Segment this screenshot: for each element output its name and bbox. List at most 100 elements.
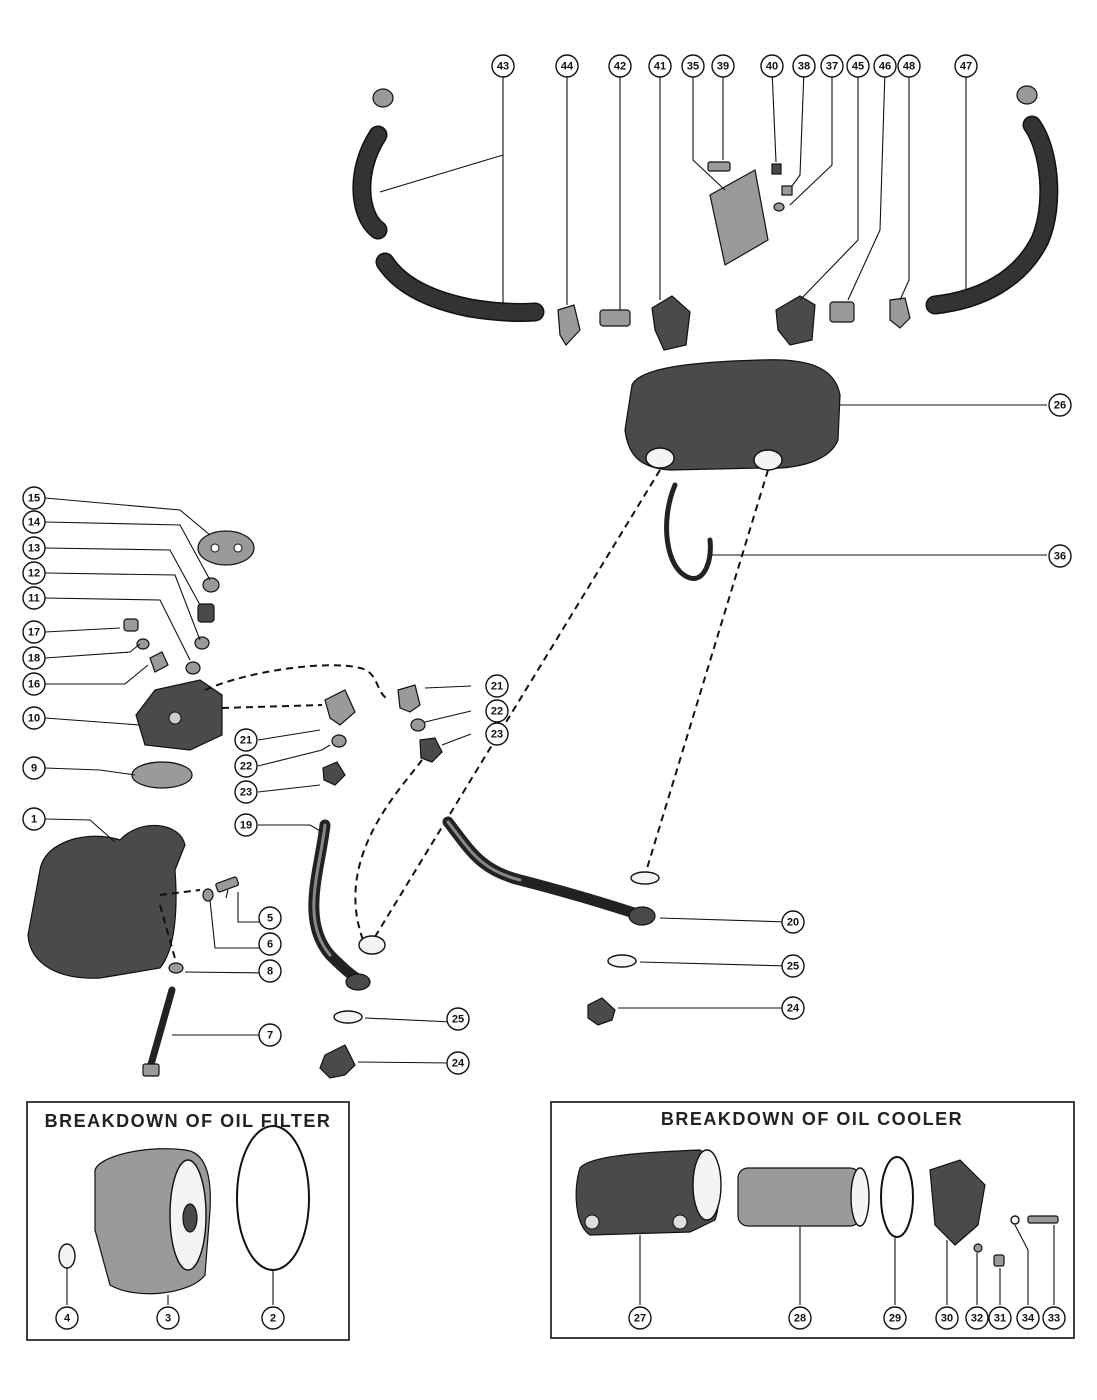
callout-label: 26	[1054, 400, 1066, 412]
callout-label: 1	[31, 814, 37, 826]
callout-label: 36	[1054, 551, 1066, 563]
callout-label: 10	[28, 713, 40, 725]
cooler-parts	[575, 1149, 1059, 1305]
callout-44: 44	[555, 54, 579, 78]
callout-1: 1	[22, 807, 46, 831]
callout-label: 25	[787, 961, 799, 973]
callout-46: 46	[873, 54, 897, 78]
callout-17: 17	[22, 620, 46, 644]
callout-14: 14	[22, 510, 46, 534]
callout-13: 13	[22, 536, 46, 560]
callout-9: 9	[22, 756, 46, 780]
callout-label: 35	[687, 61, 699, 73]
callout-label: 33	[1048, 1313, 1060, 1325]
callout-19: 19	[234, 813, 258, 837]
callout-11: 11	[22, 586, 46, 610]
callout-21: 21	[485, 674, 509, 698]
callout-43: 43	[491, 54, 515, 78]
callout-label: 18	[28, 653, 40, 665]
hose-right	[925, 85, 1059, 315]
callout-4: 4	[55, 1306, 79, 1330]
callout-label: 2	[270, 1313, 276, 1325]
callout-label: 19	[240, 820, 252, 832]
callout-29: 29	[883, 1306, 907, 1330]
callout-33: 33	[1042, 1306, 1066, 1330]
callout-22: 22	[234, 754, 258, 778]
callout-37: 37	[820, 54, 844, 78]
callout-label: 45	[852, 61, 864, 73]
callout-23: 23	[485, 722, 509, 746]
callout-40: 40	[760, 54, 784, 78]
callout-label: 12	[28, 568, 40, 580]
oil-cooler-box-title: BREAKDOWN OF OIL COOLER	[661, 1109, 963, 1129]
callout-label: 21	[240, 735, 252, 747]
callout-34: 34	[1016, 1306, 1040, 1330]
callout-48: 48	[897, 54, 921, 78]
callout-label: 20	[787, 917, 799, 929]
callout-21: 21	[234, 728, 258, 752]
callout-28: 28	[788, 1306, 812, 1330]
callout-30: 30	[935, 1306, 959, 1330]
callout-label: 41	[654, 61, 666, 73]
callout-label: 27	[634, 1313, 646, 1325]
top-fittings	[557, 161, 911, 351]
callout-7: 7	[258, 1023, 282, 1047]
callout-20: 20	[781, 910, 805, 934]
callout-label: 25	[452, 1014, 464, 1026]
callout-label: 8	[267, 966, 273, 978]
callout-label: 42	[614, 61, 626, 73]
callout-label: 15	[28, 493, 40, 505]
callout-47: 47	[954, 54, 978, 78]
callout-label: 29	[889, 1313, 901, 1325]
callout-16: 16	[22, 672, 46, 696]
callout-label: 3	[165, 1313, 171, 1325]
callout-35: 35	[681, 54, 705, 78]
callout-18: 18	[22, 646, 46, 670]
callout-label: 5	[267, 913, 273, 925]
callout-label: 46	[879, 61, 891, 73]
callout-10: 10	[22, 706, 46, 730]
callout-23: 23	[234, 780, 258, 804]
callout-label: 22	[240, 761, 252, 773]
oil-filter-breakdown-box	[26, 1101, 350, 1341]
callout-label: 4	[64, 1313, 71, 1325]
callout-label: 31	[994, 1313, 1006, 1325]
callout-6: 6	[258, 932, 282, 956]
callout-36: 36	[1048, 544, 1072, 568]
callout-label: 6	[267, 939, 273, 951]
callout-label: 48	[903, 61, 915, 73]
callout-label: 11	[28, 593, 40, 605]
callout-41: 41	[648, 54, 672, 78]
hose-left	[352, 88, 545, 323]
callout-label: 9	[31, 763, 37, 775]
filter-element	[58, 1125, 310, 1305]
callout-label: 44	[561, 61, 574, 73]
callout-label: 38	[798, 61, 810, 73]
callout-2: 2	[261, 1306, 285, 1330]
callout-31: 31	[988, 1306, 1012, 1330]
callout-24: 24	[781, 996, 805, 1020]
callout-8: 8	[258, 959, 282, 983]
callout-label: 34	[1022, 1313, 1035, 1325]
callout-15: 15	[22, 486, 46, 510]
callout-27: 27	[628, 1306, 652, 1330]
callout-label: 40	[766, 61, 778, 73]
callout-22: 22	[485, 699, 509, 723]
oil-filter-box-title: BREAKDOWN OF OIL FILTER	[45, 1111, 332, 1131]
callout-3: 3	[156, 1306, 180, 1330]
callout-5: 5	[258, 906, 282, 930]
callout-label: 7	[267, 1030, 273, 1042]
callout-12: 12	[22, 561, 46, 585]
callout-label: 32	[971, 1313, 983, 1325]
callout-label: 22	[491, 706, 503, 718]
callout-38: 38	[792, 54, 816, 78]
callout-label: 39	[717, 61, 729, 73]
callout-label: 24	[452, 1058, 465, 1070]
callout-26: 26	[1048, 393, 1072, 417]
callout-label: 14	[28, 517, 41, 529]
callout-25: 25	[781, 954, 805, 978]
callout-42: 42	[608, 54, 632, 78]
callout-label: 21	[491, 681, 503, 693]
callout-label: 23	[240, 787, 252, 799]
